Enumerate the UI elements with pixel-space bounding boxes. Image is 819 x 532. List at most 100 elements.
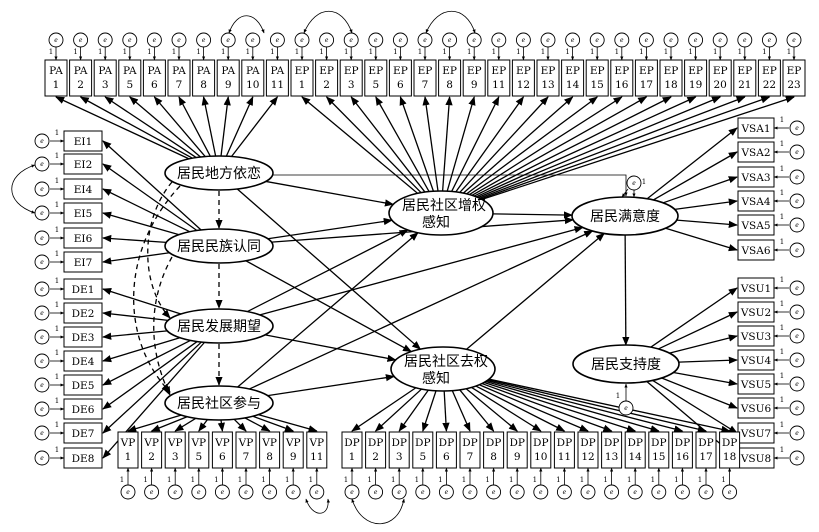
fixed-loading-label: 1 [221,48,225,56]
error-circle [789,120,805,136]
indicator-box [117,431,139,469]
indicator-vsu: VSU5 [737,373,775,395]
fixed-loading-label: 1 [664,48,668,56]
error-term: e [269,32,285,48]
error-circle [627,484,643,500]
error-circle [651,484,667,500]
error-symbol: e [768,37,772,44]
fixed-loading-label: 1 [55,301,59,309]
error-circle [238,484,254,500]
error-term: e [540,32,556,48]
indicator-ei: EI7 [63,251,103,273]
indicator-pa: PA5 [118,59,142,97]
indicator-box [737,397,775,419]
fixed-loading-label: 1 [438,476,442,484]
error-term: e [48,32,64,48]
fixed-loading-label: 1 [780,300,784,308]
loading-arrow [488,379,707,433]
structural-path [236,188,422,350]
error-symbol: e [300,37,304,44]
error-circle [269,32,285,48]
error-circle [97,32,113,48]
error-term: e [789,425,805,441]
latent-label: 居民发展期望 [177,319,261,335]
error-symbol: e [374,37,378,44]
loading-arrow [669,334,738,354]
loading-arrow [79,96,193,159]
indicator-number: 9 [225,79,232,91]
loading-arrow [129,96,201,158]
error-circle [442,32,458,48]
error-term: e [34,156,50,172]
indicator-box [435,431,457,469]
error-symbol: e [79,37,83,44]
indicator-label: DE6 [72,404,95,416]
loading-arrow [127,414,182,433]
fixed-loading-label: 1 [780,276,784,284]
indicator-label: DE8 [72,453,95,465]
indicator-number: 9 [290,451,297,463]
error-circle [761,32,777,48]
indicator-number: 8 [446,79,453,91]
error-symbol: e [795,405,799,412]
error-circle [34,181,50,197]
error-symbol: e [792,37,796,44]
error-circle [674,484,690,500]
indicator-number: 14 [566,79,580,91]
error-circle [34,133,50,149]
loading-arrow [178,96,211,157]
indicator-box [601,431,623,469]
error-symbol: e [40,210,44,217]
fixed-loading-label: 1 [55,129,59,137]
dashed-path [147,181,173,319]
error-symbol: e [40,259,44,266]
error-circle [120,484,136,500]
latent-label: 居民社区去权 [404,354,488,370]
fixed-loading-label: 1 [143,476,147,484]
error-symbol: e [795,198,799,205]
indicator-box [483,431,505,469]
indicator-label: EI1 [74,136,93,148]
error-term: e [789,169,805,185]
error-term: e [789,376,805,392]
fixed-loading-label: 1 [319,48,323,56]
error-circle [789,217,805,233]
indicator-vp: VP5 [188,431,210,469]
error-circle [509,484,525,500]
structural-path [249,230,594,390]
indicator-number: 5 [372,79,379,91]
indicator-label: VSU7 [740,428,771,440]
indicator-label: VSA1 [740,123,770,135]
latent-label: 感知 [422,370,450,387]
indicator-box [737,239,775,261]
loading-arrow [102,337,181,363]
indicator-label: DP [439,437,454,449]
indicator-box [536,59,560,97]
indicator-dp: DP7 [459,431,481,469]
error-term: e [462,484,478,500]
latent-label: 居民地方依恋 [177,165,261,182]
error-term: e [344,484,360,500]
indicator-number: 3 [102,79,109,91]
error-circle [438,484,454,500]
loading-arrow [325,96,422,194]
loading-arrow [102,288,182,315]
error-term: e [34,353,50,369]
indicator-number: 15 [591,79,604,91]
error-term: e [556,484,572,500]
indicator-number: 18 [723,451,736,463]
error-term: e [737,32,753,48]
error-circle [34,254,50,270]
indicator-ep: EP1 [290,59,314,97]
error-symbol: e [563,489,567,496]
error-circle [368,32,384,48]
fixed-loading-label: 1 [516,48,520,56]
error-symbol: e [349,37,353,44]
fixed-loading-label: 1 [415,476,419,484]
error-term: e [789,450,805,466]
indicator-dp: DP6 [435,431,457,469]
loading-arrow [201,96,217,157]
